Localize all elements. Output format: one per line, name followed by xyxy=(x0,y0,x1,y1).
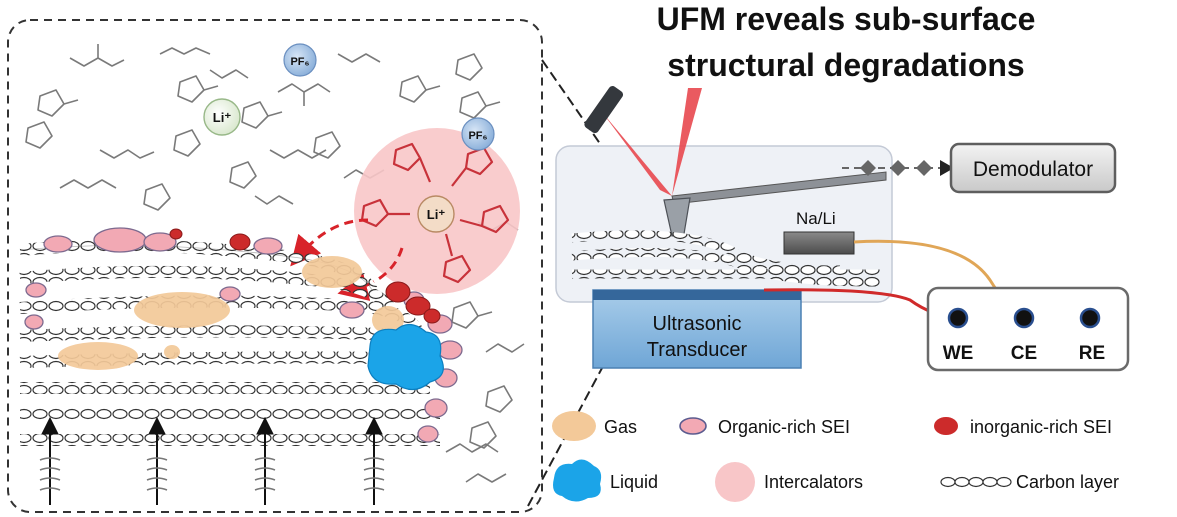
laser-beam-out xyxy=(672,88,702,196)
legend-swatch-inorganic-sei xyxy=(934,417,958,435)
electrode-we-label: WE xyxy=(943,343,974,364)
laser-source xyxy=(584,86,624,134)
pf6-ion-label-2: PF₆ xyxy=(468,130,487,142)
zoom-panel-frame xyxy=(7,19,543,513)
ultrasonic-arrows xyxy=(39,416,385,505)
li-ion-1: Li⁺ xyxy=(203,98,241,136)
legend-label-organic-sei: Organic-rich SEI xyxy=(718,417,850,437)
signal-path xyxy=(842,160,954,176)
pf6-ion-label-1: PF₆ xyxy=(290,56,309,68)
legend-swatch-intercalators xyxy=(715,462,755,502)
transducer-label-1: Ultrasonic xyxy=(653,313,742,335)
legend-swatch-liquid xyxy=(553,459,602,502)
legend: Gas Organic-rich SEI inorganic-rich SEI … xyxy=(552,411,1119,502)
ultrasonic-transducer xyxy=(592,289,802,369)
legend-swatch-carbon xyxy=(940,476,1012,488)
intercalation-arrow-1 xyxy=(290,218,369,267)
liquid-pocket xyxy=(367,323,444,391)
cell-sample-layers xyxy=(571,230,881,287)
laser-beam-in xyxy=(602,112,672,196)
li-ion-label-2: Li⁺ xyxy=(427,207,446,222)
transducer-top-plate xyxy=(593,290,801,300)
legend-label-gas: Gas xyxy=(604,417,637,437)
li-ion-label-1: Li⁺ xyxy=(213,110,232,125)
legend-label-intercalators: Intercalators xyxy=(764,472,863,492)
potentiostat-box xyxy=(926,286,1130,372)
title-line-1: UFM reveals sub-surface xyxy=(657,1,1036,37)
legend-swatch-organic-sei xyxy=(679,417,707,435)
electrode-re-label: RE xyxy=(1079,343,1105,364)
pf6-ion-2: PF₆ xyxy=(461,117,495,151)
electrode-terminals xyxy=(947,307,1101,329)
gas-pockets xyxy=(58,256,404,370)
transducer-label-2: Transducer xyxy=(647,339,748,361)
demodulator-label: Demodulator xyxy=(973,158,1093,181)
legend-label-carbon: Carbon layer xyxy=(1016,472,1119,492)
inorganic-sei-blobs xyxy=(169,228,441,324)
legend-label-inorganic-sei: inorganic-rich SEI xyxy=(970,417,1112,437)
solvent-molecules xyxy=(25,44,525,483)
legend-swatch-gas xyxy=(552,411,596,441)
demodulator-box xyxy=(949,142,1117,194)
legend-label-liquid: Liquid xyxy=(610,472,658,492)
organic-sei-blobs xyxy=(24,227,463,443)
li-ion-2: Li⁺ xyxy=(417,195,455,233)
title-line-2: structural degradations xyxy=(667,47,1024,83)
counter-electrode xyxy=(783,231,855,255)
pf6-ion-1: PF₆ xyxy=(283,43,317,77)
electrode-ce-label: CE xyxy=(1011,343,1037,364)
counter-electrode-label: Na/Li xyxy=(796,209,836,228)
